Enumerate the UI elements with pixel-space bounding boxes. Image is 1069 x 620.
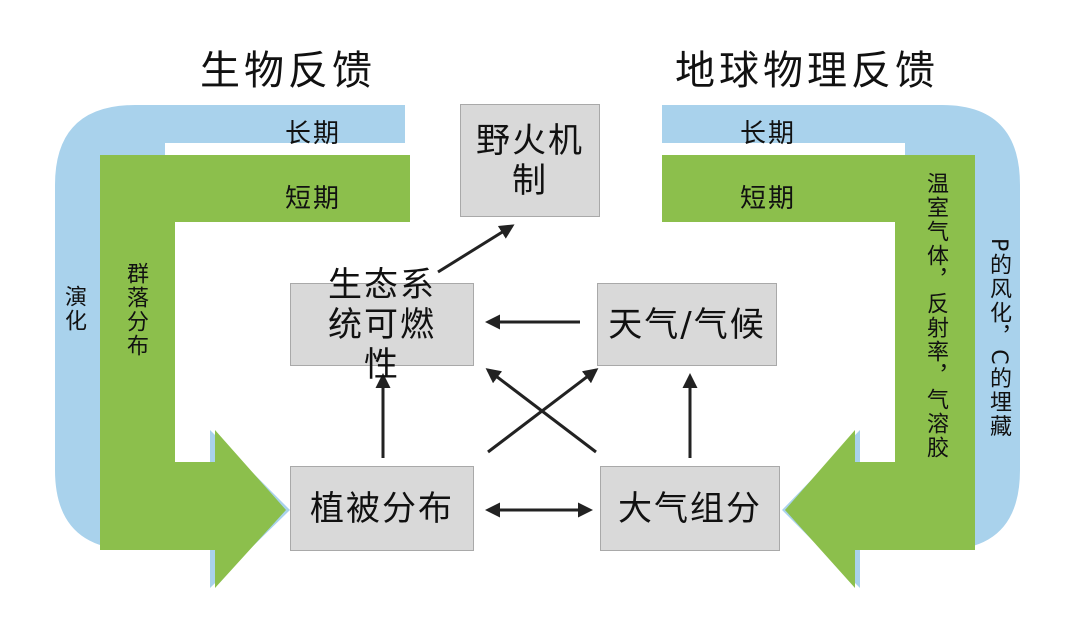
right-short-term-band xyxy=(662,155,975,588)
left-short-term-band xyxy=(100,155,410,588)
box-ecosystem-flammability: 生态系统可燃性 xyxy=(290,265,474,385)
biological-feedback-title: 生物反馈 xyxy=(200,48,376,94)
right-short-term-label: 短期 xyxy=(740,184,797,214)
right-outer-label: P的风化，C的埋藏 xyxy=(986,238,1011,439)
box-atmospheric-composition: 大气组分 xyxy=(600,466,780,551)
arrow-flammability-to-fire xyxy=(437,224,515,274)
box-weather-climate: 天气/气候 xyxy=(597,283,777,366)
left-long-term-label: 长期 xyxy=(285,119,342,149)
right-inner-label: 温室气体，反射率，气溶胶 xyxy=(923,172,948,460)
left-inner-label: 群落分布 xyxy=(123,262,148,358)
right-long-term-label: 长期 xyxy=(740,119,797,149)
arrow-atmosphere-to-flammability xyxy=(485,368,597,454)
box-vegetation-distribution: 植被分布 xyxy=(290,466,474,551)
left-outer-label: 演化 xyxy=(61,285,86,333)
left-short-term-label: 短期 xyxy=(285,184,342,214)
geophysical-feedback-title: 地球物理反馈 xyxy=(675,48,939,94)
box-fire-regime: 野火机制 xyxy=(460,104,600,217)
